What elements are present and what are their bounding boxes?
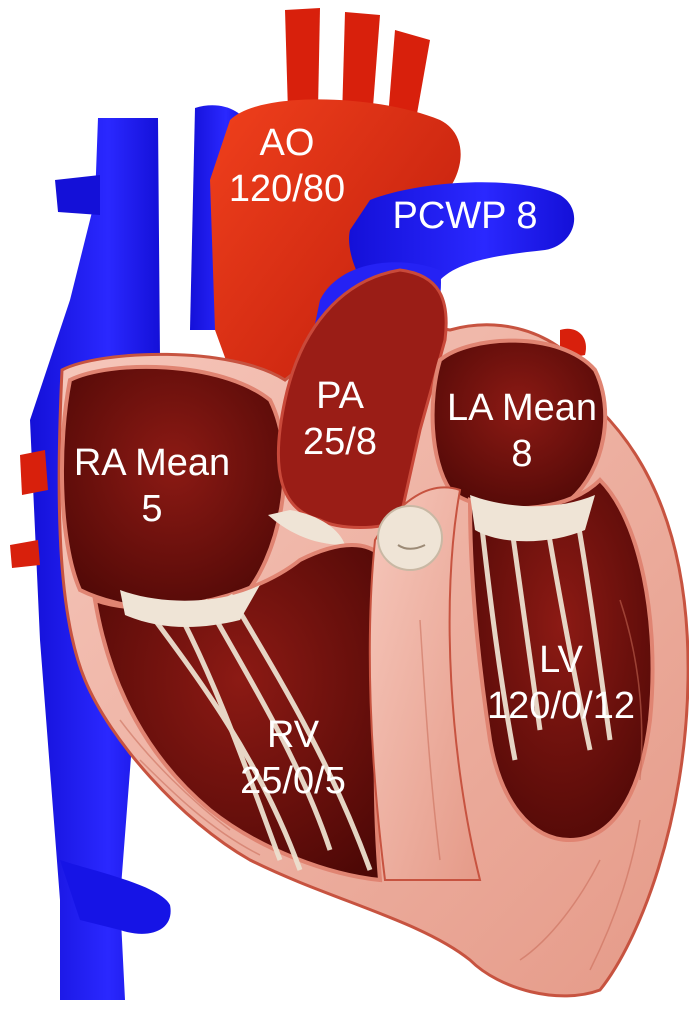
pa-name: PA xyxy=(303,373,377,419)
aortic-left-nub xyxy=(20,450,48,495)
la-label: LA Mean 8 xyxy=(447,385,597,477)
pa-label: PA 25/8 xyxy=(303,373,377,465)
ao-value: 120/80 xyxy=(229,166,345,212)
ra-label: RA Mean 5 xyxy=(74,440,230,532)
aortic-left-nub-2 xyxy=(10,540,40,568)
rv-value: 25/0/5 xyxy=(240,758,346,804)
la-name: LA Mean xyxy=(447,385,597,431)
aortic-valve xyxy=(378,506,442,570)
lv-name: LV xyxy=(487,637,635,683)
lv-value: 120/0/12 xyxy=(487,683,635,729)
ao-name: AO xyxy=(229,120,345,166)
ra-value: 5 xyxy=(74,486,230,532)
ra-name: RA Mean xyxy=(74,440,230,486)
aortic-branch-1 xyxy=(285,8,320,112)
pa-value: 25/8 xyxy=(303,419,377,465)
pcwp-label: PCWP 8 xyxy=(392,193,537,239)
rv-name: RV xyxy=(240,712,346,758)
ao-label: AO 120/80 xyxy=(229,120,345,212)
rv-label: RV 25/0/5 xyxy=(240,712,346,804)
lv-label: LV 120/0/12 xyxy=(487,637,635,729)
la-value: 8 xyxy=(447,431,597,477)
venous-branch xyxy=(55,175,100,215)
pcwp-text: PCWP 8 xyxy=(392,193,537,239)
